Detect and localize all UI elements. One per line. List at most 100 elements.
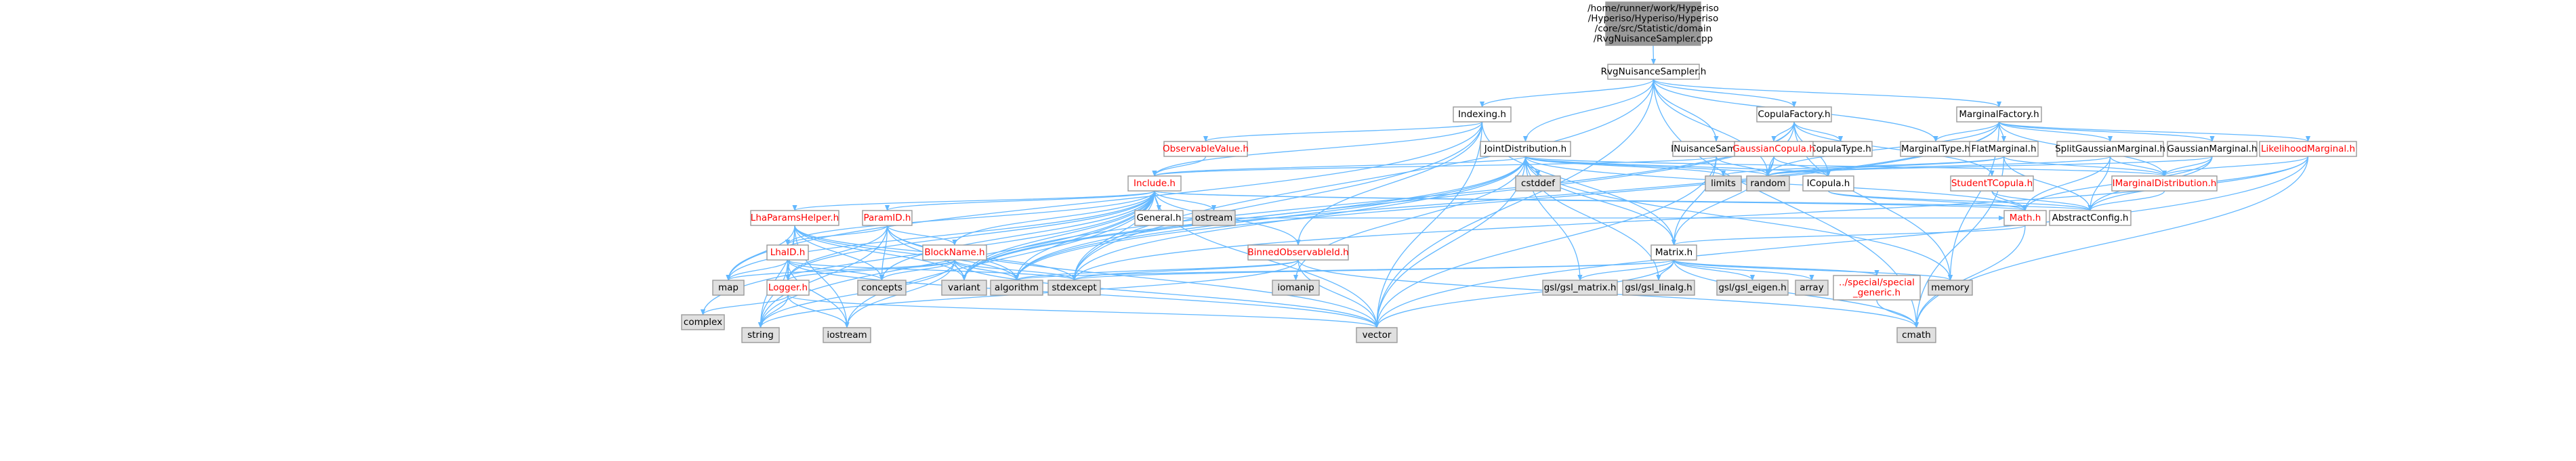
node-iostream[interactable]: iostream xyxy=(823,327,871,343)
node-label: string xyxy=(747,330,774,341)
edge-paramID-to-vector xyxy=(886,225,1379,328)
node-box xyxy=(1192,210,1236,226)
node-box xyxy=(1734,141,1814,157)
node-paramID[interactable]: ParamID.h xyxy=(862,210,913,226)
node-splitGaussian[interactable]: SplitGaussianMarginal.h xyxy=(2055,141,2165,157)
edge-special-to-cmath xyxy=(1876,299,1919,328)
node-gslEigen[interactable]: gsl/gsl_eigen.h xyxy=(1716,280,1789,296)
node-gaussianMarginal[interactable]: GaussianMarginal.h xyxy=(2167,141,2258,157)
node-root[interactable]: /home/runner/work/Hyperiso/Hyperiso/Hype… xyxy=(1587,1,1719,46)
edge-blockName-to-stdexcept xyxy=(954,259,1077,281)
edge-rvg-to-copulaFactory xyxy=(1653,79,1797,108)
node-box xyxy=(1756,106,1832,123)
node-marginalFactory[interactable]: MarginalFactory.h xyxy=(1956,106,2042,123)
node-label: RvgNuisanceSampler.h xyxy=(1601,66,1707,77)
node-label: random xyxy=(1750,178,1785,189)
node-cmath[interactable]: cmath xyxy=(1896,327,1936,343)
node-stdexcept[interactable]: stdexcept xyxy=(1047,280,1101,296)
node-map[interactable]: map xyxy=(712,280,745,296)
node-label: GaussianCopula.h xyxy=(1732,144,1815,154)
node-lhaID[interactable]: LhaID.h xyxy=(766,244,809,261)
edge-jointDistribution-to-include xyxy=(1152,156,1526,177)
node-label: /home/runner/work/Hyperiso xyxy=(1587,3,1719,14)
node-rvg[interactable]: RvgNuisanceSampler.h xyxy=(1601,64,1707,80)
edge-observableValue-to-include xyxy=(1152,156,1207,177)
node-general[interactable]: General.h xyxy=(1134,210,1184,226)
node-box xyxy=(1163,141,1248,157)
node-indexing[interactable]: Indexing.h xyxy=(1453,106,1512,123)
node-icopula[interactable]: ICopula.h xyxy=(1802,175,1854,192)
edge-blockName-to-concepts xyxy=(879,259,955,281)
node-box xyxy=(2003,210,2047,226)
node-gslMatrix[interactable]: gsl/gsl_matrix.h xyxy=(1542,280,1618,296)
node-likelihoodMarginal[interactable]: LikelihoodMarginal.h xyxy=(2259,141,2357,157)
node-lhaParams[interactable]: LhaParamsHelper.h xyxy=(750,210,839,226)
node-random[interactable]: random xyxy=(1746,175,1790,192)
edge-inuisance-to-include xyxy=(1152,156,1717,177)
edge-indexing-to-binnedObs xyxy=(1295,121,1483,246)
node-cstddef[interactable]: cstddef xyxy=(1515,175,1561,192)
node-gslLinalg[interactable]: gsl/gsl_linalg.h xyxy=(1622,280,1695,296)
node-algorithm[interactable]: algorithm xyxy=(990,280,1043,296)
node-copulaType[interactable]: CopulaType.h xyxy=(1808,141,1873,157)
node-label: AbstractConfig.h xyxy=(2052,213,2129,223)
node-label: concepts xyxy=(861,282,902,293)
node-label: General.h xyxy=(1136,213,1181,223)
node-copulaFactory[interactable]: CopulaFactory.h xyxy=(1756,106,1832,123)
node-box xyxy=(1605,1,1701,46)
node-label: JointDistribution.h xyxy=(1484,144,1566,154)
nodes-layer: /home/runner/work/Hyperiso/Hyperiso/Hype… xyxy=(681,1,2357,343)
node-studentT[interactable]: StudentTCopula.h xyxy=(1950,175,2034,192)
node-observableValue[interactable]: ObservableValue.h xyxy=(1163,141,1249,157)
node-memory[interactable]: memory xyxy=(1928,280,1973,296)
edge-logger-to-vector xyxy=(787,294,1379,328)
node-box xyxy=(766,244,809,261)
node-label: /RvgNuisanceSampler.cpp xyxy=(1594,34,1713,45)
node-include[interactable]: Include.h xyxy=(1127,175,1182,192)
node-concepts[interactable]: concepts xyxy=(857,280,907,296)
node-label: vector xyxy=(1363,330,1392,341)
node-special[interactable]: ../special/special_generic.h xyxy=(1833,275,1921,301)
node-logger[interactable]: Logger.h xyxy=(766,280,810,296)
edge-include-to-abstractConfig xyxy=(1154,190,2092,211)
node-imarginal[interactable]: IMarginalDistribution.h xyxy=(2111,175,2218,192)
node-array[interactable]: array xyxy=(1795,280,1829,296)
edge-paramID-to-blockName xyxy=(886,225,957,246)
node-label: cmath xyxy=(1902,330,1931,341)
edge-lhaID-to-iostream xyxy=(787,259,850,328)
edge-include-to-lhaParams xyxy=(792,190,1155,211)
node-complex[interactable]: complex xyxy=(681,314,725,330)
node-iomanip[interactable]: iomanip xyxy=(1272,280,1320,296)
node-binnedObs[interactable]: BinnedObservableId.h xyxy=(1247,244,1349,261)
node-matrix[interactable]: Matrix.h xyxy=(1650,244,1697,261)
node-label: gsl/gsl_matrix.h xyxy=(1544,282,1617,293)
edge-lhaID-to-stdexcept xyxy=(787,259,1077,281)
node-abstractConfig[interactable]: AbstractConfig.h xyxy=(2049,210,2132,226)
node-marginalType[interactable]: MarginalType.h xyxy=(1900,141,1972,157)
node-label: BinnedObservableId.h xyxy=(1247,247,1348,258)
node-jointDistribution[interactable]: JointDistribution.h xyxy=(1480,141,1571,157)
edge-matrix-to-array xyxy=(1673,259,1814,281)
edge-logger-to-complex xyxy=(700,294,789,315)
edge-rvg-to-vector xyxy=(1374,79,1655,328)
node-limits[interactable]: limits xyxy=(1705,175,1742,192)
edge-marginalFactory-to-marginalType xyxy=(1933,121,2000,142)
node-vector[interactable]: vector xyxy=(1356,327,1398,343)
node-label: variant xyxy=(948,282,980,293)
node-flatMarginal[interactable]: FlatMarginal.h xyxy=(1969,141,2039,157)
edge-include-to-map xyxy=(726,190,1155,281)
node-label: BlockName.h xyxy=(924,247,984,258)
node-ostream[interactable]: ostream xyxy=(1192,210,1236,226)
node-box xyxy=(941,280,987,296)
node-label: array xyxy=(1800,282,1823,293)
node-variant[interactable]: variant xyxy=(941,280,987,296)
node-string[interactable]: string xyxy=(741,327,780,343)
edge-splitGaussian-to-random xyxy=(1766,156,2111,177)
node-gaussianCopula[interactable]: GaussianCopula.h xyxy=(1732,141,1815,157)
node-mathH[interactable]: Math.h xyxy=(2003,210,2047,226)
edge-splitGaussian-to-abstractConfig xyxy=(2087,156,2111,211)
node-blockName[interactable]: BlockName.h xyxy=(922,244,987,261)
node-label: /core/src/Statistic/domain xyxy=(1595,24,1711,35)
edge-indexing-to-stdexcept xyxy=(1071,121,1483,281)
